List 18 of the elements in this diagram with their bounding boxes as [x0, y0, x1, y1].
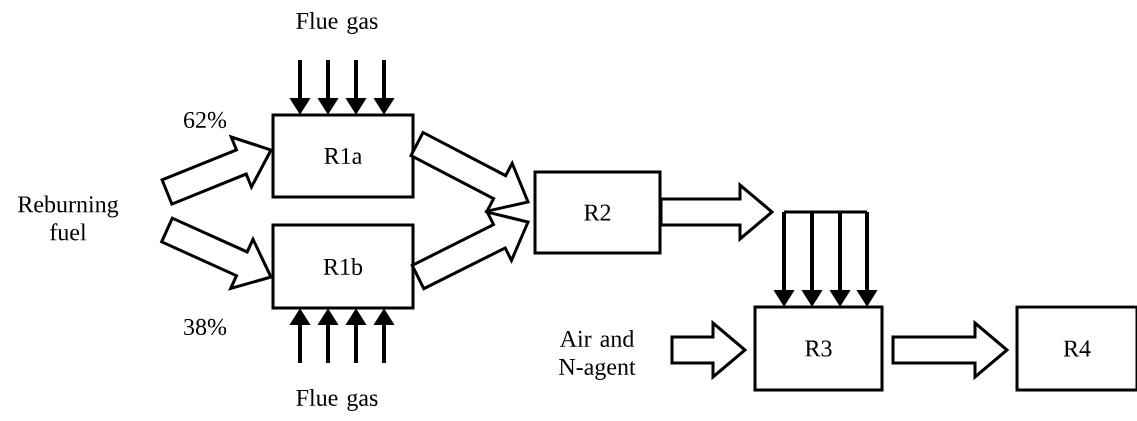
edge-label: 38% [182, 317, 228, 337]
flow-label: Flue gas [296, 389, 378, 411]
flow-label: Flue gas [296, 12, 378, 34]
reactor-box: R2 [533, 170, 662, 255]
block-arrow [670, 319, 748, 381]
flow-label: Air and N-agent [559, 330, 636, 380]
edge-label: 62% [182, 110, 228, 130]
block-arrow [160, 134, 274, 206]
reactor-box: R1a [271, 113, 415, 199]
block-arrow [891, 319, 1010, 381]
block-arrow [410, 209, 531, 291]
reactor-box: R3 [753, 305, 884, 392]
block-arrow [659, 181, 775, 243]
reactor-box: R4 [1015, 305, 1137, 392]
reactor-box: R1b [271, 223, 415, 310]
flow-label: Reburning fuel [18, 195, 119, 241]
manifold-bar [782, 210, 869, 214]
block-arrow [159, 216, 274, 291]
